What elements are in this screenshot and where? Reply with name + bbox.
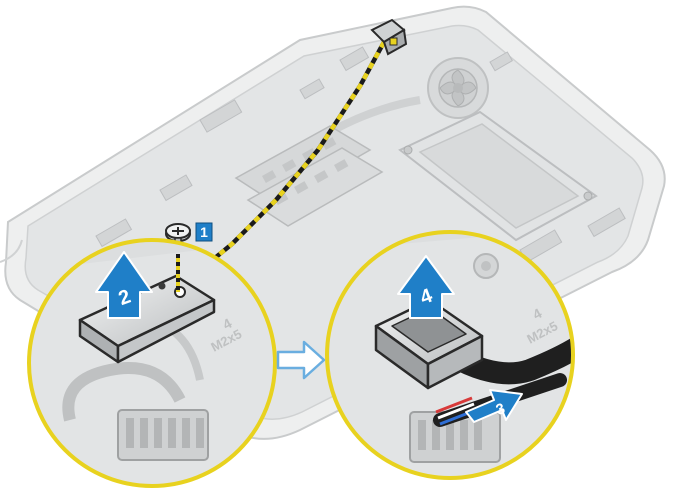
cable-connector-left — [117, 409, 209, 461]
transition-arrow — [276, 340, 326, 380]
power-cable-route — [208, 18, 408, 264]
hard-drive-bay — [398, 110, 598, 242]
callout-right: 4 M2x5 — [325, 230, 575, 480]
step-1-label: 1 — [200, 224, 208, 240]
power-connector-bracket — [78, 274, 216, 364]
step-2-arrow: 2 — [95, 251, 153, 319]
step-1-badge: 1 — [195, 222, 213, 242]
system-board-connector — [370, 18, 408, 56]
step-4-arrow: 4 — [397, 255, 455, 319]
power-connector-port — [374, 298, 484, 390]
cable-connector-right — [409, 411, 501, 463]
callout-left: 4 M2x5 2 — [27, 238, 277, 488]
step-3-arrow: 3 — [465, 389, 523, 423]
fan — [427, 57, 489, 119]
